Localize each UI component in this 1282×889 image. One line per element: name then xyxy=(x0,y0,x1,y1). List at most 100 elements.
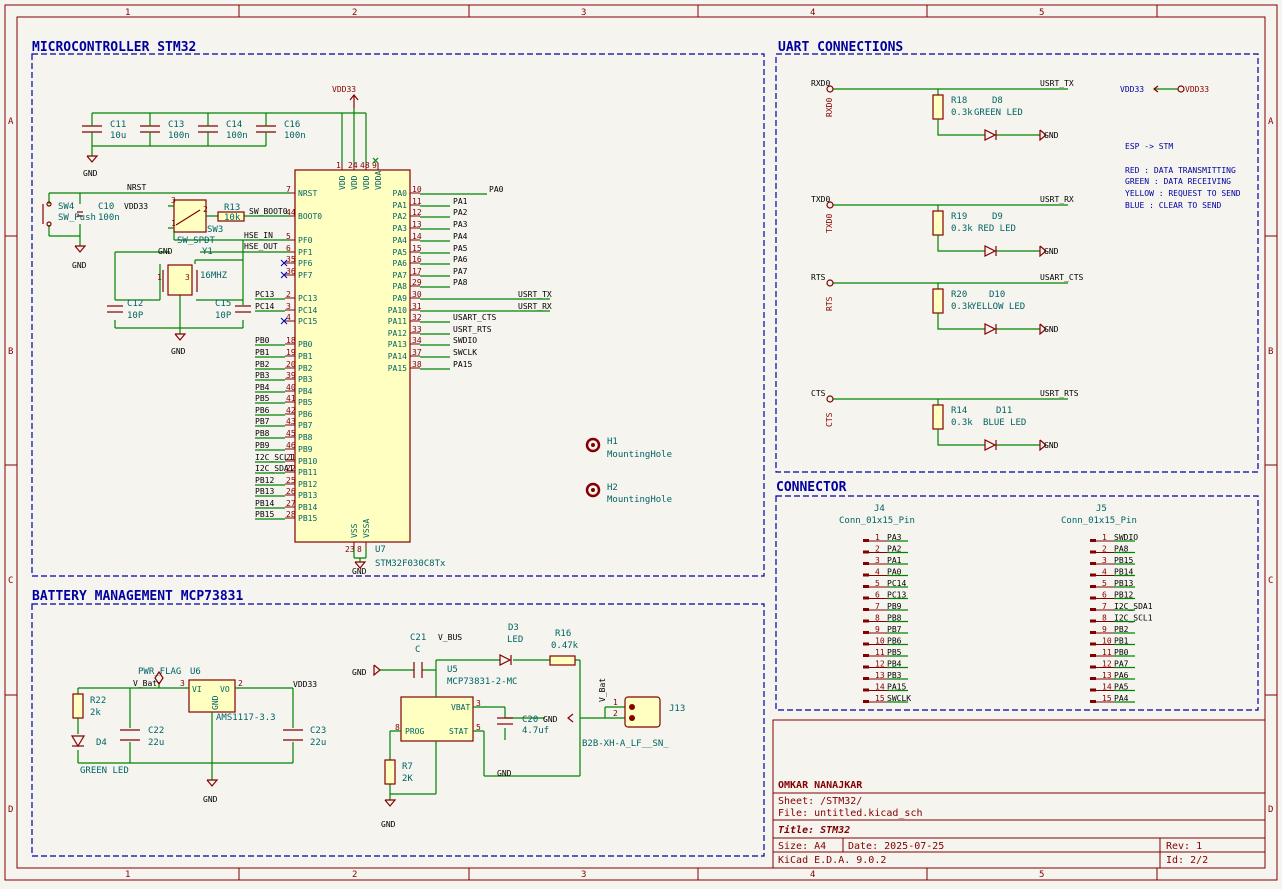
mcu-pin-num-45: 45 xyxy=(286,429,296,438)
uart-res-ref-1: R19 xyxy=(951,212,967,222)
mcu-pin-num-11: 11 xyxy=(412,197,422,206)
h2-value: MountingHole xyxy=(607,495,672,505)
mcu-pin-num-15: 15 xyxy=(412,244,422,253)
mcu-top-pin-num-1: 1 xyxy=(336,161,341,170)
uart-port-label-0: RXD0 xyxy=(811,79,830,88)
mcu-pin-num-26: 26 xyxy=(286,487,296,496)
mcu-pin-num-29: 29 xyxy=(412,278,422,287)
j5-pin-num-5: 5 xyxy=(1102,579,1107,588)
mcu-pin-num-4: 4 xyxy=(286,313,291,322)
j5-net-13: PA6 xyxy=(1114,671,1129,680)
j5-pin-marker-13 xyxy=(1090,677,1096,680)
uart-vdd-local: VDD33 xyxy=(1120,85,1144,94)
crystal-y1[interactable]: Y1 16MHZ C12 10P C15 10P GND 1 3 HSE_IN … xyxy=(107,231,290,356)
cap-ref-c11: C11 xyxy=(110,120,126,130)
uart-res-value-0: 0.3k xyxy=(951,108,973,118)
mcu-pin-name-pa4: PA4 xyxy=(393,236,408,245)
reset-circuit[interactable]: SW4 SW_Push C10 100n NRST GND xyxy=(42,183,290,270)
mcu-pin-name-pa5: PA5 xyxy=(393,248,408,257)
j4-net-2: PA2 xyxy=(887,545,902,554)
j13-pin-1: 1 xyxy=(613,698,618,707)
mounting-hole-h2: H2 MountingHole xyxy=(585,482,672,505)
pwr-flag-label: PWR_FLAG xyxy=(138,667,181,677)
uart-res-value-2: 0.3k xyxy=(951,302,973,312)
mcu-pin-name-pb6: PB6 xyxy=(298,410,313,419)
regulator-u6[interactable]: VI VO GND 3 2 U6 AMS1117-3.3 xyxy=(180,667,276,723)
tb-tool: KiCad E.D.A. 9.0.2 xyxy=(778,855,886,866)
mcu-net-label-pa4: PA4 xyxy=(453,232,468,241)
frame-col-4-bottom: 4 xyxy=(810,870,815,880)
cap-value-c11: 10u xyxy=(110,131,126,141)
j4-pin-marker-14 xyxy=(863,688,869,692)
mcu-net-label-pa10: USRT_RX xyxy=(518,302,552,311)
u6-pin-gnd-name: GND xyxy=(211,695,220,710)
boot-switch[interactable]: R13 10k SW_SPDT SW3 VDD33 3 2 1 SW_BOOT0 xyxy=(124,196,290,246)
j5-pin-num-12: 12 xyxy=(1102,660,1112,669)
c21-ref: C21 xyxy=(410,633,426,643)
mcu-pin-num-41: 41 xyxy=(286,394,296,403)
j4-pin-num-9: 9 xyxy=(875,625,880,634)
mcu-pin-num-12: 12 xyxy=(412,208,422,217)
crystal-ref: Y1 xyxy=(202,247,213,257)
mcu-net-label-pa6: PA6 xyxy=(453,255,468,264)
j5-net-7: I2C_SDA1 xyxy=(1114,602,1153,611)
frame-col-3-bottom: 3 xyxy=(581,870,586,880)
cap-value-c13: 100n xyxy=(168,131,190,141)
r7-value: 2K xyxy=(402,774,413,784)
mcu-section-box xyxy=(31,53,765,577)
j4-ref: J4 xyxy=(874,504,885,514)
u5-vbat-name: VBAT xyxy=(451,703,470,712)
charger-u5[interactable]: VBAT STAT PROG 3 5 8 U5 MCP73831-2-MC xyxy=(395,665,517,742)
u5-ref: U5 xyxy=(447,665,458,675)
mcu-pin-num-19: 19 xyxy=(286,348,296,357)
j4-pin-marker-15 xyxy=(863,700,869,703)
mcu-pin-name-pa6: PA6 xyxy=(393,259,408,268)
mcu-net-label-pa11: USART_CTS xyxy=(453,313,497,322)
mcu-pin-num-6: 6 xyxy=(286,244,291,253)
j4-pin-marker-2 xyxy=(863,550,869,554)
uart-led-body-3 xyxy=(984,439,997,451)
mcu-gnd-wires xyxy=(353,548,367,562)
uart-led-value-0: GREEN LED xyxy=(974,108,1023,118)
connector-section-box xyxy=(775,495,1259,711)
gnd-label-r7: GND xyxy=(381,820,396,829)
mcu-pin-num-43: 43 xyxy=(286,417,296,426)
uart-net-0: USRT_TX xyxy=(1040,79,1074,88)
uart-res-body-0 xyxy=(932,94,944,120)
frame-row-c-right: C xyxy=(1268,576,1273,586)
j5-net-2: PA8 xyxy=(1114,545,1129,554)
title-block: OMKAR NANAJKAR Sheet: /STM32/ File: unti… xyxy=(772,719,1266,869)
mcu-top-pin-name-0: VDD xyxy=(338,175,347,190)
v-bat-net-2: V_Bat xyxy=(598,678,607,702)
uart-res-body-3 xyxy=(932,404,944,430)
u6-ref: U6 xyxy=(190,667,201,677)
connector-j13[interactable]: 1 2 J13 B2B-XH-A_LF__SN_ xyxy=(582,696,685,749)
mcu-u7[interactable]: NRST7BOOT044PF05PF16PF635PF736PC132PC13P… xyxy=(255,161,552,569)
nrst-net-label: NRST xyxy=(127,183,146,192)
cap-ref-c13: C13 xyxy=(168,120,184,130)
no-connect-pf7 xyxy=(280,271,288,279)
mcu-net-label-pb11: I2C_SDA1 xyxy=(255,464,294,473)
mcu-net-label-pa0: PA0 xyxy=(489,185,504,194)
j4-net-6: PC13 xyxy=(887,591,906,600)
j5-net-1: SWDIO xyxy=(1114,533,1138,542)
j5-net-4: PB14 xyxy=(1114,568,1133,577)
j4-net-13: PB3 xyxy=(887,671,902,680)
connector-section-title: CONNECTOR xyxy=(776,480,847,495)
gnd-label-crystal: GND xyxy=(171,347,186,356)
gnd-label-crystal-top: GND xyxy=(158,247,173,256)
mcu-pin-num-16: 16 xyxy=(412,255,422,264)
sw-boot0-net: SW_BOOT0 xyxy=(249,207,288,216)
frame-col-4: 4 xyxy=(810,8,815,18)
mcu-pin-name-pb13: PB13 xyxy=(298,491,317,500)
j5-pin-marker-14 xyxy=(1090,688,1096,692)
j4-net-8: PB8 xyxy=(887,614,902,623)
j5-pin-num-9: 9 xyxy=(1102,625,1107,634)
